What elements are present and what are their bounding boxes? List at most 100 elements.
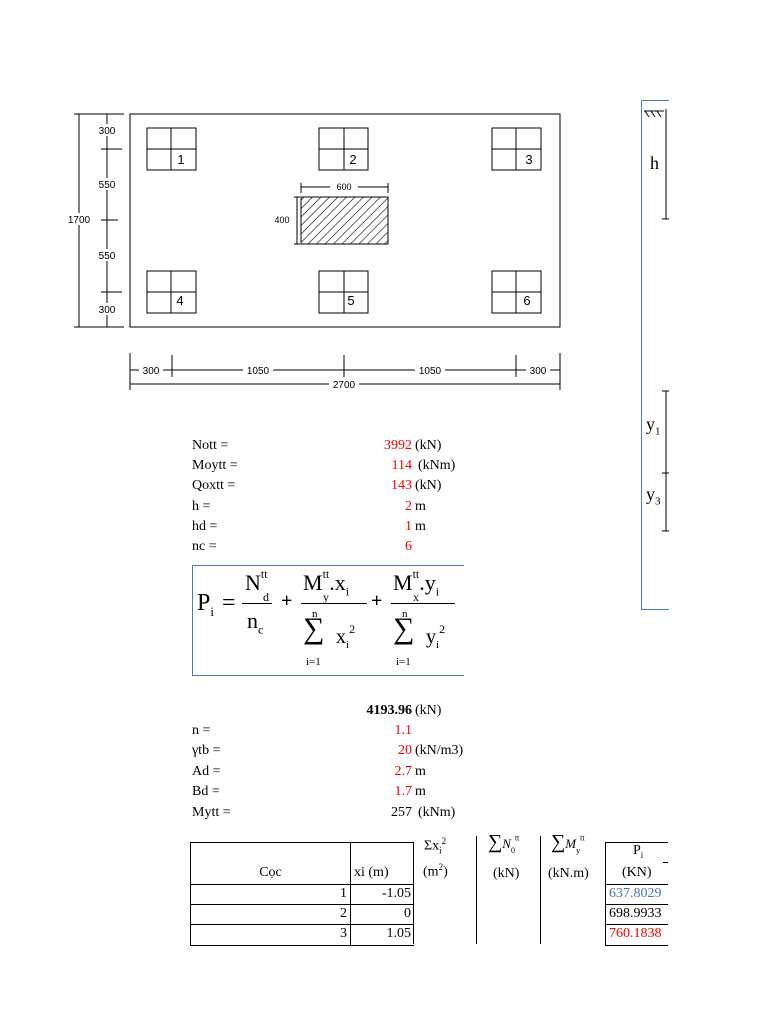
total-load-value: 4193.96: [366, 703, 413, 718]
dim-label: 300: [143, 366, 160, 377]
sum-symbol: ∑: [393, 612, 415, 645]
param-value[interactable]: 3992: [384, 438, 412, 453]
sum-bottom: i=1: [306, 656, 321, 668]
pile-number: 3: [525, 152, 532, 167]
row-pi-min: 637.8029: [609, 886, 662, 901]
col-header-sumx2: Σxi2: [424, 836, 447, 856]
param-label: h =: [192, 499, 211, 514]
pi-column: Pi (KN) 637.8029 698.9933 760.1838: [605, 842, 668, 946]
formula-lhs: Pi: [197, 590, 214, 619]
param-value[interactable]: 1.1: [394, 723, 413, 738]
pile-number: 1: [177, 152, 184, 167]
pile-2: 2: [318, 127, 369, 171]
formula-equals: =: [222, 590, 236, 616]
fraction-bar: [242, 603, 272, 604]
formula-m2-numerator: Mtt.yi: [393, 567, 440, 599]
param-unit: (kN): [415, 478, 442, 493]
sum-x-term: xi2: [336, 622, 356, 651]
param-label: nc =: [192, 539, 217, 554]
formula-plus: +: [281, 590, 293, 612]
pile-5: 5: [318, 270, 369, 314]
param-label: γtb =: [192, 743, 221, 758]
param-value[interactable]: 1: [405, 519, 412, 534]
row-coc: 2: [340, 906, 347, 921]
param-value[interactable]: 1.7: [394, 784, 413, 799]
footing-outline: [129, 113, 561, 328]
row-xi: 0: [404, 906, 411, 921]
dim-label: 550: [99, 251, 116, 262]
fraction-bar: [301, 603, 367, 604]
dim-label: 1050: [419, 366, 442, 377]
side-y1-label: y1: [646, 414, 661, 438]
pile-number: 4: [176, 293, 183, 308]
sum-y-term: yi2: [426, 622, 446, 651]
row-xi: 1.05: [386, 926, 412, 941]
pile-load-formula: Pi = Ntt d nc + Mtt.xi y n ∑ i=1 xi2 + M…: [192, 565, 464, 676]
param-unit: (kN): [415, 438, 442, 453]
pile-3: 3: [491, 127, 542, 171]
column-section: [300, 196, 389, 245]
side-y3-label: y3: [646, 484, 661, 508]
total-load-unit: (kN): [415, 703, 442, 718]
param-unit: m: [415, 784, 426, 799]
col-header-sumN: ∑N0tt: [488, 831, 520, 855]
param-unit: m: [415, 499, 426, 514]
formula-n-sub: d: [263, 590, 269, 604]
param-value[interactable]: 143: [391, 478, 412, 493]
vertical-dimensions: 300 550 1700 550 300: [64, 113, 124, 328]
pile-number: 6: [523, 293, 530, 308]
col-header-sumM-unit: (kN.m): [548, 866, 589, 881]
dim-label: 300: [530, 366, 547, 377]
dim-label: 550: [99, 180, 116, 191]
dim-label: 1700: [68, 215, 91, 226]
param-unit: (kNm): [418, 805, 456, 820]
formula-n-numerator: Ntt: [245, 567, 268, 595]
row-coc: 3: [340, 926, 347, 941]
pile-6: 6: [491, 270, 542, 314]
col-header-sumM: ∑Mytt: [551, 831, 585, 855]
param-unit: m: [415, 764, 426, 779]
param-label: n =: [192, 723, 211, 738]
side-h-label: h: [650, 153, 659, 173]
pile-number: 5: [347, 293, 354, 308]
column-height-label: 400: [274, 215, 289, 225]
column-width-label: 600: [336, 182, 351, 192]
param-label: Bd =: [192, 784, 220, 799]
param-value[interactable]: 2.7: [394, 764, 413, 779]
pile-table: Cọc xi (m) 1 -1.05 2 0 3 1.05: [190, 842, 414, 946]
param-unit: (kN/m3): [415, 743, 464, 758]
dim-label: 300: [99, 126, 116, 137]
col-header-sumx2-unit: (m2): [423, 862, 448, 880]
formula-m1-numerator: Mtt.xi: [303, 567, 350, 599]
param-value: 257: [391, 805, 412, 820]
param-label: hd =: [192, 519, 218, 534]
param-value[interactable]: 114: [391, 458, 412, 473]
param-label: Nott =: [192, 438, 229, 453]
formula-plus: +: [371, 590, 383, 612]
param-value[interactable]: 6: [405, 539, 412, 554]
param-unit: (kNm): [418, 458, 456, 473]
param-label: Moytt =: [192, 458, 238, 473]
formula-m2-sub: x: [413, 590, 419, 604]
horizontal-dimensions: 300 1050 1050 300 2700: [129, 353, 561, 391]
sum-bottom: i=1: [396, 656, 411, 668]
param-unit: m: [415, 519, 426, 534]
formula-nc: nc: [247, 608, 264, 637]
col-header-sumN-unit: (kN): [493, 866, 520, 881]
row-pi: 698.9933: [609, 906, 662, 921]
sum-symbol: ∑: [303, 612, 325, 645]
row-coc: 1: [340, 886, 347, 901]
pile-number: 2: [349, 152, 356, 167]
row-xi: -1.05: [381, 886, 411, 901]
row-pi-max: 760.1838: [609, 926, 662, 941]
col-header-coc: Cọc: [259, 865, 282, 880]
param-value[interactable]: 2: [405, 499, 412, 514]
formula-m1-sub: y: [323, 590, 329, 604]
param-value[interactable]: 20: [398, 743, 412, 758]
param-label: Mytt =: [192, 805, 231, 820]
col-header-xi: xi (m): [354, 865, 389, 880]
sum-top: n: [402, 608, 408, 620]
pile-1: 1: [146, 127, 197, 171]
dim-label: 1050: [247, 366, 270, 377]
fraction-bar: [391, 603, 455, 604]
